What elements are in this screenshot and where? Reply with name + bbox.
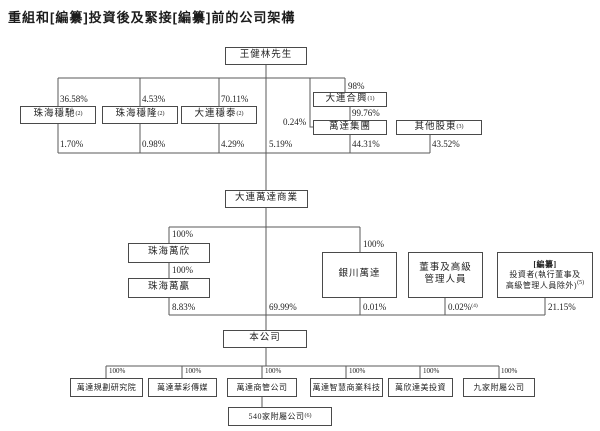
node-label: 萬欣達美投資 bbox=[395, 382, 446, 392]
node-pre-ipo-investors: [編纂] 投資者(執行董事及 高級管理人員除外)(5) bbox=[497, 252, 593, 298]
node-label: 萬達商管公司 bbox=[236, 382, 288, 392]
node-label: 大連萬達商業 bbox=[234, 193, 298, 204]
node-label: 董事及高級 管理人員 bbox=[419, 263, 472, 287]
node-label-line2: 投資者(執行董事及 bbox=[509, 269, 581, 279]
footnote-marker: (2) bbox=[157, 111, 165, 118]
pct-100-sub5: 100% bbox=[423, 367, 440, 375]
pct-8-83: 8.83% bbox=[172, 302, 196, 312]
node-label: 王健林先生 bbox=[239, 50, 293, 61]
node-label: 本公司 bbox=[249, 333, 281, 344]
footnote-marker: (5) bbox=[577, 279, 585, 286]
pct-100-sub3: 100% bbox=[265, 367, 282, 375]
node-label: 珠海穩馳 bbox=[33, 109, 76, 120]
node-other-shareholders: 其他股東(3) bbox=[396, 120, 482, 135]
node-dalian-hexing: 大連合興(1) bbox=[313, 92, 387, 107]
node-nine-subsidiaries: 九家附屬公司 bbox=[463, 378, 535, 397]
footnote-marker: (2) bbox=[236, 111, 244, 118]
node-zhuhai-wenlong: 珠海穩隆(2) bbox=[102, 106, 178, 124]
node-label: 萬達集團 bbox=[328, 121, 371, 132]
pct-69-99: 69.99% bbox=[269, 302, 297, 312]
node-zhuhai-wanxin: 珠海萬欣 bbox=[128, 243, 210, 263]
node-label: [編纂] 投資者(執行董事及 高級管理人員除外)(5) bbox=[506, 260, 584, 291]
node-zhuhai-wanying: 珠海萬贏 bbox=[128, 278, 210, 298]
node-wanxin-damei-investment: 萬欣達美投資 bbox=[388, 378, 453, 397]
node-the-company: 本公司 bbox=[223, 330, 307, 348]
pct-5-19: 5.19% bbox=[269, 139, 293, 149]
pct-100-sub6: 100% bbox=[501, 367, 518, 375]
pct-0-02-value: 0.02% bbox=[448, 302, 472, 312]
pct-100-sub4: 100% bbox=[349, 367, 366, 375]
node-label: 珠海穩隆 bbox=[115, 109, 158, 120]
footnote-marker: (4) bbox=[471, 303, 478, 309]
node-label: 大連合興 bbox=[325, 93, 368, 104]
pct-99-76: 99.76% bbox=[352, 108, 380, 118]
pct-44-31: 44.31% bbox=[352, 139, 380, 149]
pct-21-15: 21.15% bbox=[548, 302, 576, 312]
footnote-marker: (2) bbox=[75, 111, 83, 118]
node-wanda-huacai-media: 萬達華彩傳媒 bbox=[148, 378, 217, 397]
node-label: 萬達智慧商業科技 bbox=[312, 382, 381, 392]
pct-100-sub2: 100% bbox=[185, 367, 202, 375]
node-label-line2: 管理人員 bbox=[424, 275, 467, 285]
node-dalian-wentai: 大連穩泰(2) bbox=[181, 106, 257, 124]
node-label: 九家附屬公司 bbox=[473, 382, 525, 392]
node-label: 珠海萬欣 bbox=[147, 247, 190, 258]
pct-98: 98% bbox=[348, 81, 365, 91]
pct-4-53: 4.53% bbox=[142, 94, 166, 104]
node-directors-senior-management: 董事及高級 管理人員 bbox=[408, 252, 483, 298]
footnote-marker: (6) bbox=[304, 412, 312, 419]
pct-0-02: 0.02%(4) bbox=[448, 302, 478, 312]
pct-36-58: 36.58% bbox=[60, 94, 88, 104]
pct-0-01: 0.01% bbox=[363, 302, 387, 312]
node-dalian-wanda-commercial: 大連萬達商業 bbox=[225, 190, 308, 208]
pct-43-52: 43.52% bbox=[432, 139, 460, 149]
pct-4-29: 4.29% bbox=[221, 139, 245, 149]
pct-100-wanxin: 100% bbox=[172, 229, 193, 239]
footnote-marker: (3) bbox=[456, 123, 464, 130]
node-label: 萬達華彩傳媒 bbox=[157, 382, 208, 392]
node-label: 銀川萬達 bbox=[338, 269, 381, 280]
pct-100-yinchuan: 100% bbox=[363, 239, 384, 249]
node-wanda-group: 萬達集團 bbox=[313, 120, 387, 135]
pct-100-wanying: 100% bbox=[172, 265, 193, 275]
node-label: 珠海萬贏 bbox=[147, 282, 190, 293]
node-label: 540家附屬公司 bbox=[248, 411, 305, 421]
node-label-line1: 董事及高級 bbox=[419, 263, 472, 274]
node-wang-jianlin: 王健林先生 bbox=[225, 47, 307, 65]
node-wanda-smart-commercial-tech: 萬達智慧商業科技 bbox=[310, 378, 383, 397]
node-label-line3: 高級管理人員除外) bbox=[505, 280, 578, 290]
pct-0-98: 0.98% bbox=[142, 139, 166, 149]
pct-1-70: 1.70% bbox=[60, 139, 84, 149]
node-label: 其他股東 bbox=[414, 121, 457, 132]
node-label: 大連穩泰 bbox=[194, 109, 237, 120]
footnote-marker: (1) bbox=[367, 95, 375, 102]
node-540-subsidiaries: 540家附屬公司(6) bbox=[228, 407, 332, 426]
node-label: 萬達規劃研究院 bbox=[76, 382, 137, 392]
node-wanda-planning-institute: 萬達規劃研究院 bbox=[70, 378, 143, 397]
node-label-line1: [編纂] bbox=[533, 259, 557, 269]
pct-100-sub1: 100% bbox=[109, 367, 126, 375]
pct-70-11: 70.11% bbox=[221, 94, 249, 104]
node-zhuhai-wenchi: 珠海穩馳(2) bbox=[20, 106, 96, 124]
node-wanda-commercial-mgmt-co: 萬達商管公司 bbox=[227, 378, 297, 397]
node-yinchuan-wanda: 銀川萬達 bbox=[322, 252, 397, 298]
page-title: 重組和[編纂]投資後及緊接[編纂]前的公司架構 bbox=[8, 10, 296, 25]
pct-0-24: 0.24% bbox=[283, 117, 307, 127]
